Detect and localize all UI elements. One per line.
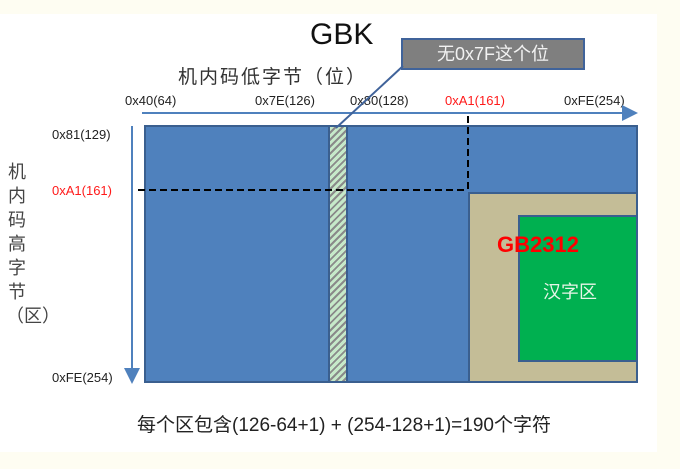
x-tick-0xfe: 0xFE(254) — [564, 93, 625, 108]
callout-no-0x7f: 无0x7F这个位 — [401, 38, 585, 70]
x-tick-0x7e: 0x7E(126) — [255, 93, 315, 108]
x-tick-0x40: 0x40(64) — [125, 93, 177, 108]
hanzi-label: 汉字区 — [543, 282, 597, 302]
diagram-title: GBK — [310, 18, 374, 51]
x-tick-0xa1: 0xA1(161) — [445, 93, 505, 108]
callout-pointer — [335, 65, 404, 129]
y-tick-0xfe: 0xFE(254) — [52, 370, 113, 385]
hanzi-area — [518, 215, 638, 362]
footer-formula: 每个区包含(126-64+1) + (254-128+1)=190个字符 — [137, 415, 551, 436]
x-axis-label: 机内码低字节（位） — [178, 67, 368, 88]
x-tick-0x80: 0x80(128) — [350, 93, 409, 108]
y-tick-0xa1: 0xA1(161) — [52, 183, 112, 198]
gb2312-label: GB2312 — [497, 232, 579, 257]
y-tick-0x81: 0x81(129) — [52, 127, 111, 142]
